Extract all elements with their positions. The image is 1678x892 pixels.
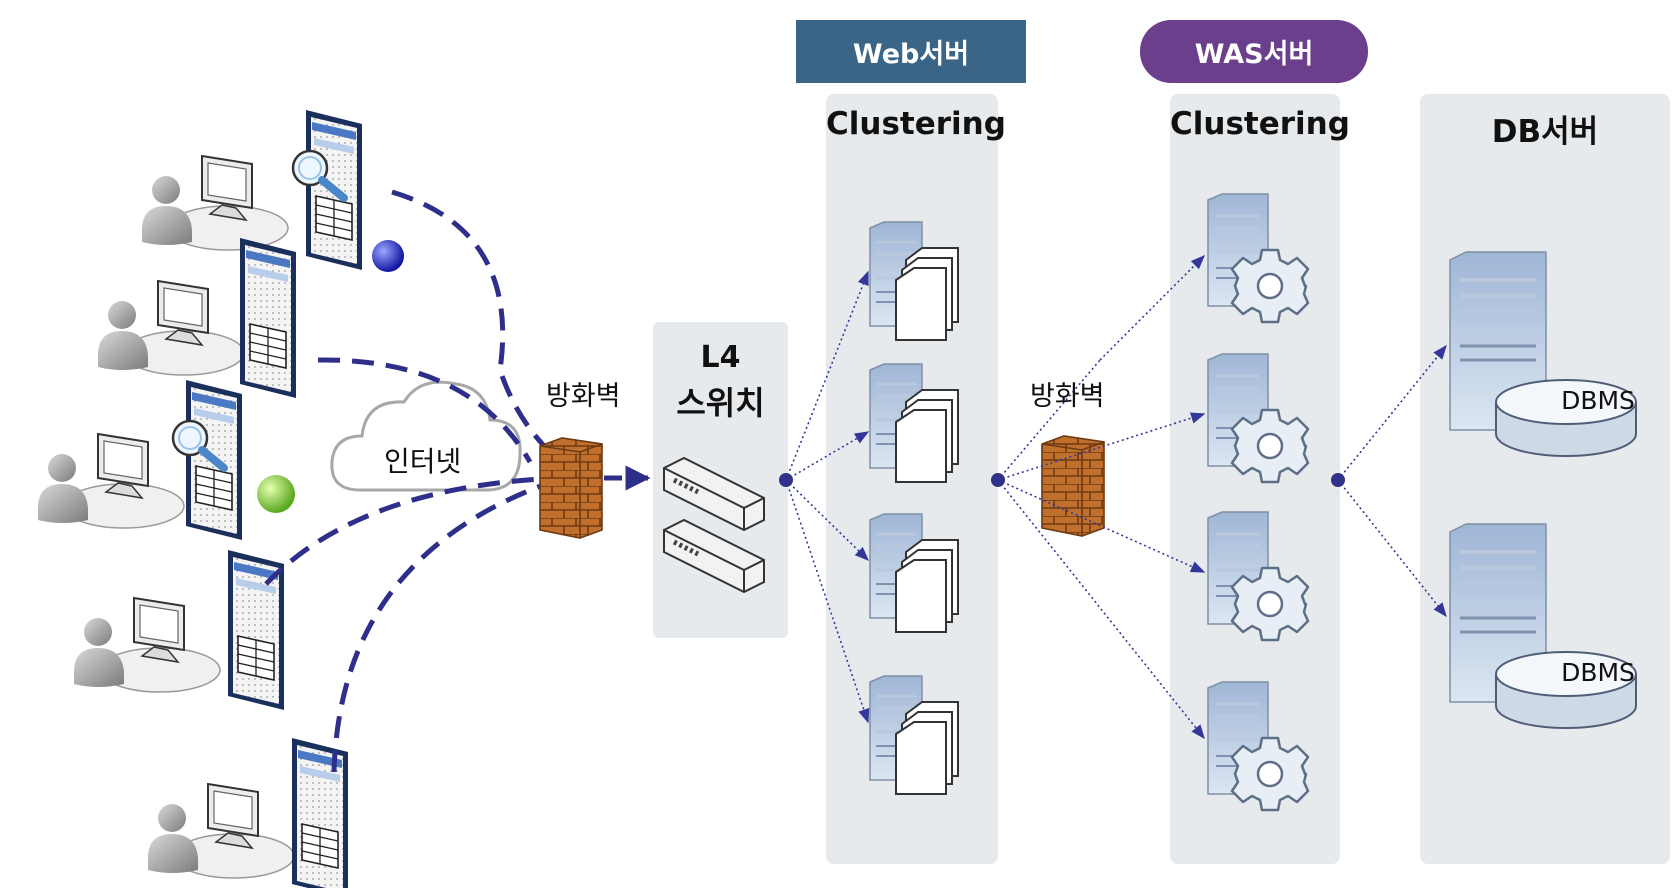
switch-node xyxy=(779,473,793,487)
user-icon xyxy=(73,597,221,693)
user-icon xyxy=(97,280,245,376)
switch-title-line1: L4 xyxy=(700,340,741,375)
l4-switch-icon xyxy=(663,456,765,594)
web-server-badge-bg xyxy=(796,20,1026,83)
web-node xyxy=(991,473,1005,487)
dbms-label-bottom: DBMS xyxy=(1561,658,1635,687)
switch-to-firewall-link xyxy=(997,359,1101,481)
client-links xyxy=(264,189,568,773)
was-server-badge-bg xyxy=(1140,20,1368,83)
was-server-badge: WAS서버 xyxy=(1194,39,1314,70)
firewall-icon-left xyxy=(539,437,603,539)
was-cluster-title: Clustering xyxy=(1170,106,1350,142)
db-server-title: DB서버 xyxy=(1491,114,1599,150)
web-page-icon xyxy=(239,237,297,399)
internet-label: 인터넷 xyxy=(384,445,462,478)
green-ball-icon xyxy=(257,475,295,513)
firewall-icon-right xyxy=(1041,435,1105,537)
web-server-badge: Web서버 xyxy=(852,39,970,70)
was-node xyxy=(1331,473,1345,487)
firewall-left-label: 방화벽 xyxy=(546,381,621,412)
blue-ball-icon xyxy=(372,240,404,272)
web-page-icon xyxy=(291,737,349,892)
db-panel xyxy=(1420,94,1670,864)
server-links xyxy=(785,254,1447,740)
firewall-right-label: 방화벽 xyxy=(1030,381,1105,412)
user-icon xyxy=(147,783,295,879)
dbms-label-top: DBMS xyxy=(1561,386,1635,415)
switch-title-line2: 스위치 xyxy=(676,384,765,422)
user-icon xyxy=(37,433,185,529)
internet-cloud-icon xyxy=(330,380,522,492)
web-cluster-title: Clustering xyxy=(826,106,1006,142)
client-group xyxy=(37,109,404,892)
user-icon xyxy=(141,155,289,251)
